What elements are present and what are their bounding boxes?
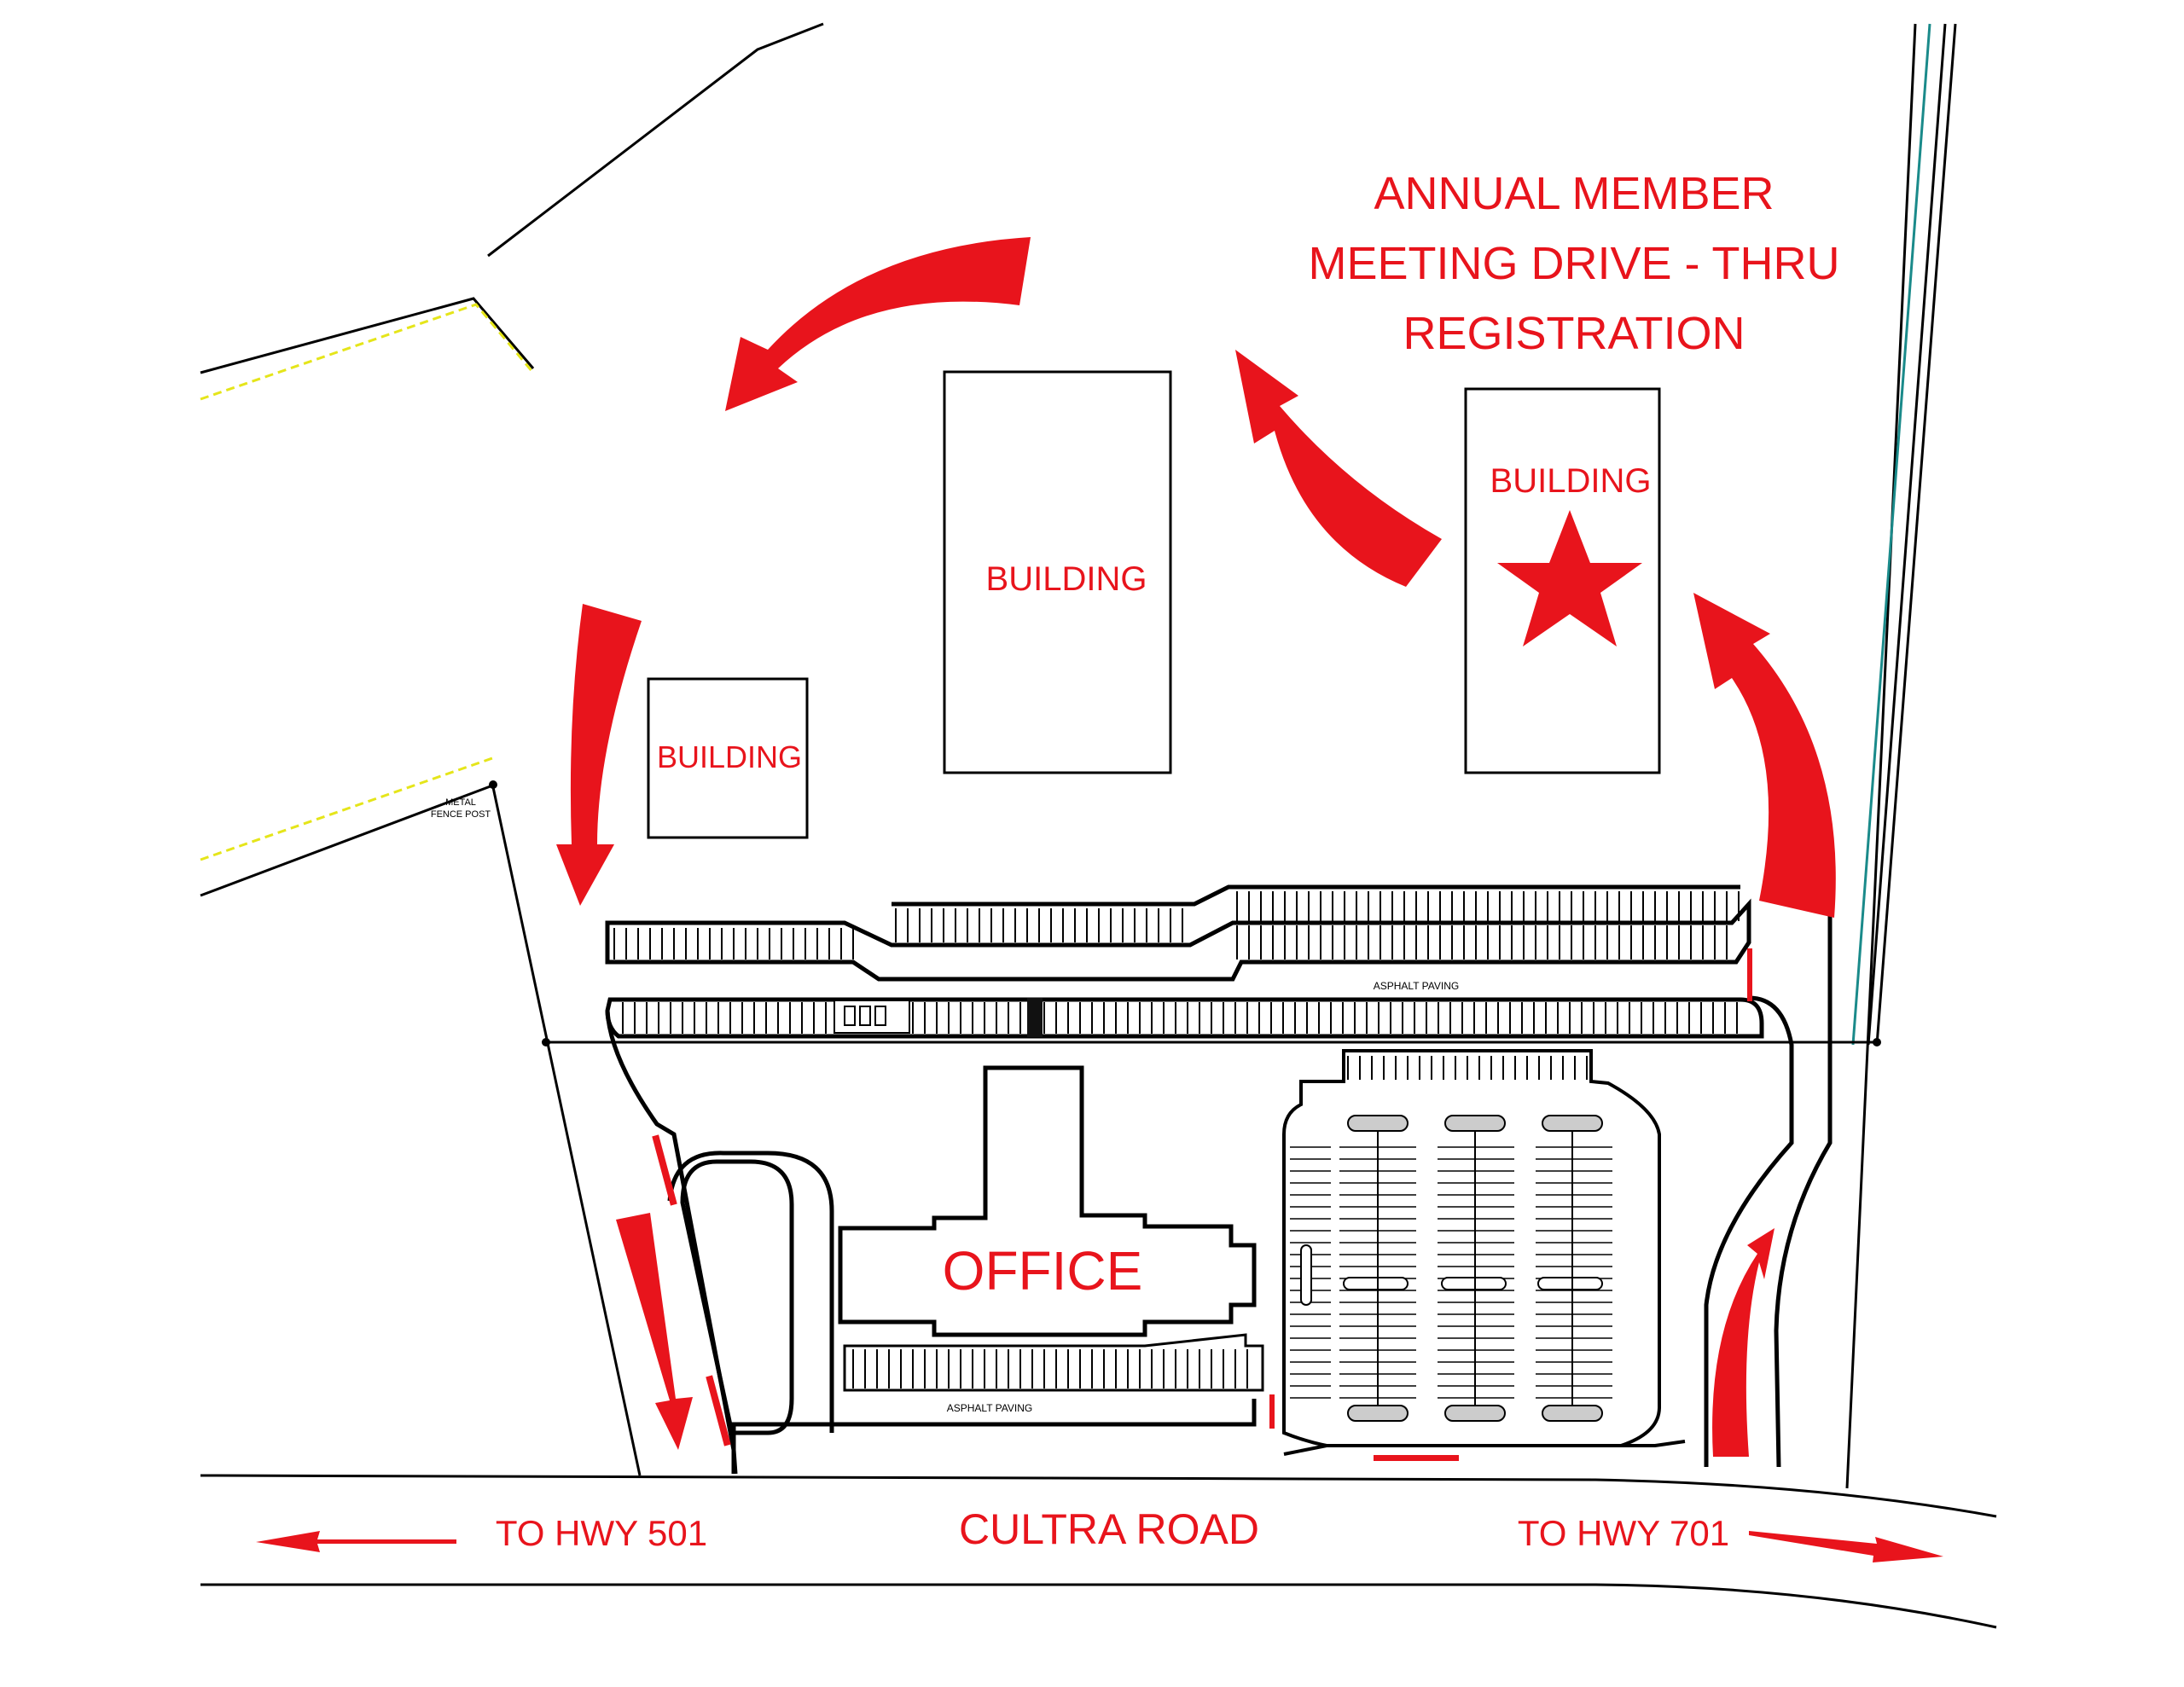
east-direction-label: TO HWY 701 — [1518, 1513, 1729, 1553]
parking-stalls — [1290, 1056, 1612, 1399]
arrow-west — [256, 1531, 456, 1552]
parking-stalls — [852, 1349, 1248, 1388]
cultra-road: CULTRA ROAD TO HWY 501 TO HWY 701 — [200, 1474, 1997, 1629]
office-building: ASPHALT PAVING — [838, 1065, 1264, 1414]
north-parking: ASPHALT PAVING — [605, 884, 1764, 1039]
arrow-up-drive — [1712, 1228, 1774, 1457]
asphalt-paving-label: ASPHALT PAVING — [1374, 980, 1459, 992]
arrow-curve-top — [725, 237, 1031, 411]
arrow-right-up — [1693, 593, 1836, 918]
fence-post-label-1: METAL — [445, 797, 476, 808]
title-line-3: REGISTRATION — [1403, 308, 1745, 359]
road-name-label: CULTRA ROAD — [959, 1505, 1259, 1553]
building-center-label: BUILDING — [986, 560, 1147, 598]
arrow-east — [1749, 1531, 1943, 1562]
office-label: OFFICE — [943, 1240, 1143, 1301]
fence-post-label-2: FENCE POST — [431, 809, 491, 820]
building-right-label: BUILDING — [1490, 462, 1652, 500]
title-line-2: MEETING DRIVE - THRU — [1308, 238, 1839, 289]
title-line-1: ANNUAL MEMBER — [1374, 168, 1774, 219]
south-east-parking — [1282, 1049, 1661, 1447]
route-arrows — [256, 237, 1943, 1562]
building-center: BUILDING — [943, 370, 1172, 774]
east-road-lines — [542, 23, 1957, 1489]
arrow-down-drive — [616, 1213, 693, 1450]
asphalt-paving-label: ASPHALT PAVING — [947, 1402, 1032, 1414]
building-right: BUILDING — [1464, 387, 1661, 774]
west-direction-label: TO HWY 501 — [496, 1513, 707, 1553]
star-icon — [1497, 510, 1642, 646]
building-small-label: BUILDING — [657, 739, 802, 774]
parking-stalls — [613, 891, 1740, 1034]
building-small: BUILDING — [647, 677, 809, 839]
driveways — [605, 891, 1833, 1475]
arrow-down-left — [556, 604, 642, 906]
property-lines — [200, 22, 824, 1476]
arrow-up-left — [1235, 350, 1442, 587]
